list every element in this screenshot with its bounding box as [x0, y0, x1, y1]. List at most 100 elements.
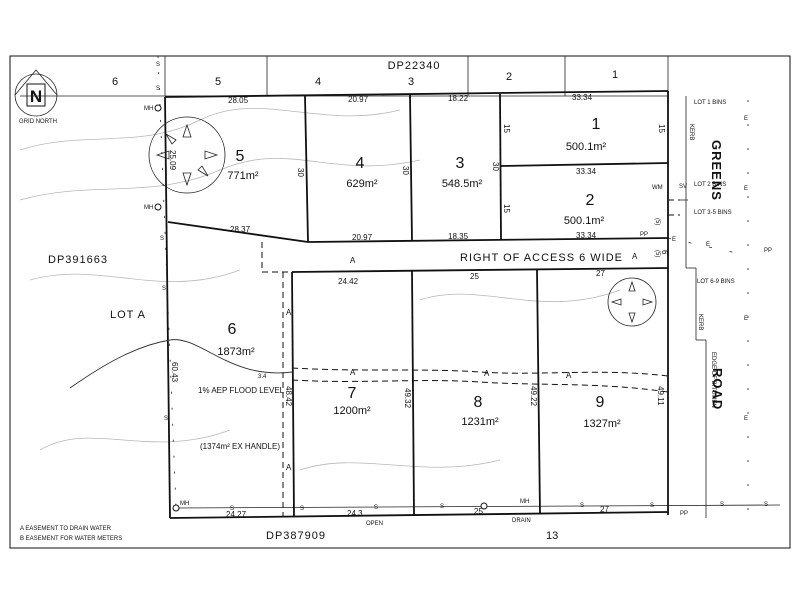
easements: [261, 199, 680, 516]
pp-label-north: PP: [640, 232, 648, 238]
kerb-label-2: KERB: [697, 314, 703, 330]
s-marker-5: S: [164, 416, 168, 422]
legend: A EASEMENT TO DRAIN WATER B EASEMENT FOR…: [20, 526, 122, 542]
dim-top-lot4: 20.97: [348, 95, 369, 104]
tree-symbols: [148, 116, 657, 327]
adjoining-lot-1: 1: [612, 69, 618, 81]
dim-lot9-north: 27: [596, 269, 605, 278]
bins-lot-1: LOT 1 BINS: [694, 100, 726, 106]
dim-v-lot1-west: 15: [502, 124, 511, 133]
e-marker-5: E: [744, 316, 748, 322]
s-marker-11: S: [650, 503, 654, 509]
dim-lot7-north: 24.42: [338, 277, 359, 286]
right-of-access-label: RIGHT OF ACCESS 6 WIDE: [460, 252, 623, 264]
dimension-labels: 28.05 20.97 18.22 33.34 28.37 20.97 18.3…: [168, 93, 669, 519]
dim-bottom-lot6: 24.27: [226, 510, 247, 519]
s-marker-6: S: [230, 506, 234, 512]
dim-lot3-south: 18.35: [448, 232, 469, 241]
lot-labels: 1 500.1m² 2 500.1m² 3 548.5m² 4 629m² 5 …: [200, 116, 621, 451]
dim-v-lot5-west: 25.09: [168, 150, 177, 171]
adjoining-lot-3: 3: [408, 76, 414, 88]
e-marker-4: E: [744, 186, 748, 192]
dp-left: DP391663: [48, 254, 108, 266]
dim-v-easement-b-1: (5): [654, 218, 660, 225]
sv-label: SV: [679, 184, 687, 190]
north-letter: N: [30, 87, 42, 106]
lot-2-area: 500.1m²: [564, 215, 605, 227]
easement-letters: A A A A A A A: [286, 252, 638, 472]
grid-north-label: GRID NORTH: [19, 119, 57, 125]
lot-5-area: 771m²: [227, 170, 259, 182]
lot-4-number: 4: [356, 155, 365, 172]
s-marker-1: S: [156, 62, 160, 68]
s-marker-8: S: [374, 505, 378, 511]
s-marker-12: S: [720, 502, 724, 508]
dim-v-lot3-east: 30: [491, 162, 500, 171]
kerb-and-bins: LOT 1 BINS LOT 2 BINS LOT 3-5 BINS LOT 6…: [640, 100, 772, 517]
mh-marker-3: MH: [180, 501, 189, 507]
service-markers: MH MH MH MH S S S S S S S S S S S S S E …: [144, 62, 768, 512]
sewer-lines: [154, 55, 781, 512]
lot-9-area: 1327m²: [583, 418, 621, 430]
bins-lot-6-9: LOT 6-9 BINS: [697, 279, 735, 285]
easement-a-drain-1: A: [350, 368, 356, 377]
dp-top: DP22340: [388, 60, 441, 72]
dim-lot5-south: 28.37: [230, 225, 251, 234]
lot-4-area: 629m²: [346, 178, 378, 190]
s-marker-13: S: [764, 502, 768, 508]
lot-3-number: 3: [456, 155, 465, 172]
road-name-greens: GREENS: [709, 140, 724, 201]
dim-lot2-south: 33.34: [576, 231, 597, 240]
flood-contour-line: [69, 339, 293, 389]
pp-label-road: PP: [764, 248, 772, 254]
lot-9-number: 9: [596, 394, 605, 411]
mh-marker-2: MH: [144, 205, 153, 211]
dim-v-lot1-east: 15: [657, 124, 666, 133]
wm-label: WM: [652, 185, 663, 191]
e-marker-1: E: [672, 237, 676, 243]
dim-v-lot5-east: 30: [296, 168, 305, 177]
contour-lines: [19, 108, 621, 471]
lot-3-area: 548.5m²: [442, 178, 483, 190]
legend-b: B EASEMENT FOR WATER METERS: [20, 536, 122, 542]
dim-v-lot4-east: 30: [401, 166, 410, 175]
dim-v-lot9-east: 49.11: [656, 386, 665, 406]
e-marker-3: E: [744, 116, 748, 122]
top-adjoining-lots: 6 5 4 3 2 1 DP22340: [20, 56, 669, 97]
dp-bottom: DP387909: [266, 530, 326, 542]
lot-a-label: LOT A: [110, 309, 146, 321]
lot-8-number: 8: [474, 394, 483, 411]
dim-v-lot9-west: 49.22: [529, 386, 538, 407]
dim-v-lot8-west: 49.32: [403, 388, 412, 409]
flood-level-label: 1% AEP FLOOD LEVEL: [198, 386, 285, 395]
lot-6-handle-note: (1374m² EX HANDLE): [200, 442, 280, 451]
dim-top-lot1: 33.34: [572, 93, 593, 102]
s-marker-9: S: [440, 504, 444, 510]
edge-of-bitumen-label: EDGE OF BITUMEN: [710, 352, 716, 408]
dim-lot1-south: 33.34: [576, 167, 597, 176]
lot-1-number: 1: [592, 116, 601, 133]
pp-label-south: PP: [680, 511, 688, 517]
dim-top-lot5: 28.05: [228, 96, 249, 105]
dim-v-lot6-west: 60.43: [170, 362, 179, 383]
s-marker-2: S: [156, 86, 160, 92]
e-marker-2: E: [706, 242, 710, 248]
north-arrow: N GRID NORTH: [14, 69, 58, 125]
kerb-label-1: KERB: [688, 124, 694, 140]
lot-8-area: 1231m²: [461, 416, 499, 428]
e-marker-6: E: [744, 416, 748, 422]
open-drain-label-1: OPEN: [366, 521, 383, 527]
easement-a-handle: A: [286, 308, 292, 317]
dim-lot4-south: 20.97: [352, 233, 373, 242]
dim-bottom-lot9: 27: [600, 505, 609, 514]
bins-lot-2: LOT 2 BINS: [694, 182, 726, 188]
dim-handle-offset: 3.4: [258, 374, 267, 380]
easement-a-drain-3: A: [566, 371, 572, 380]
easement-a-access-east: A: [632, 252, 638, 261]
plan-frame: [9, 55, 791, 549]
dim-bottom-lot8: 25: [474, 507, 483, 516]
lot-1-area: 500.1m²: [566, 141, 607, 153]
adjoining-lot-2: 2: [506, 71, 512, 83]
adjoining-lot-6: 6: [112, 76, 118, 88]
